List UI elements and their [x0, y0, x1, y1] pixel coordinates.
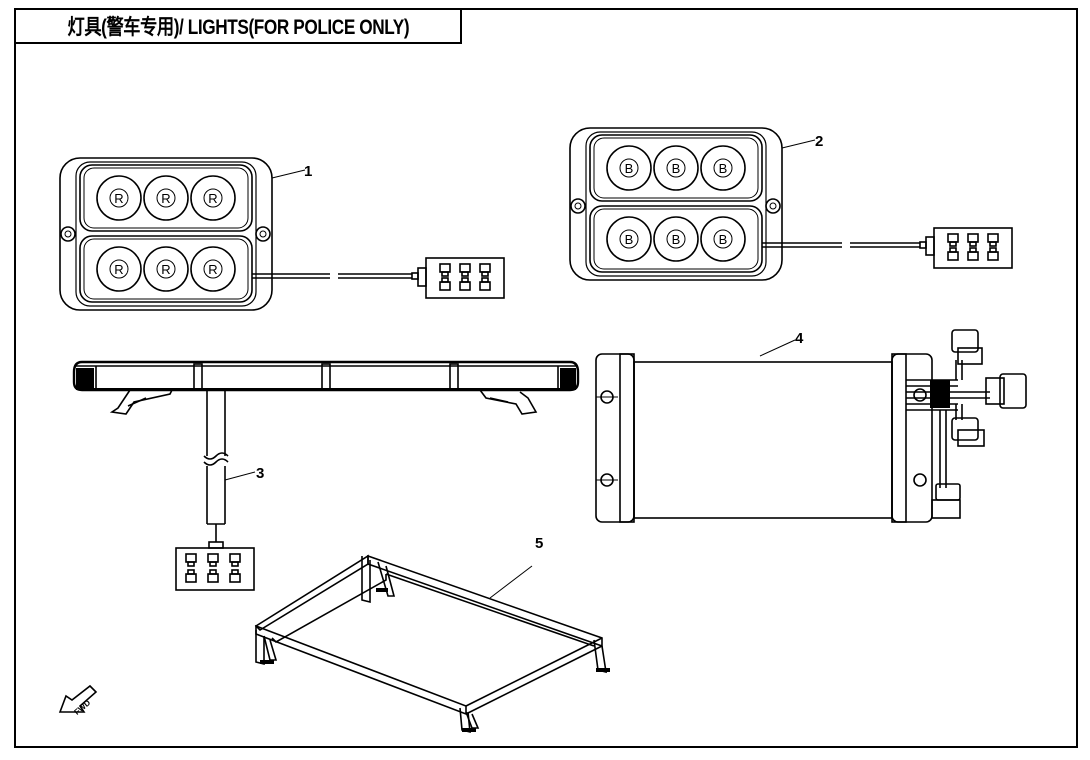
red-lamp-letter: R — [208, 191, 217, 206]
light-bar — [72, 360, 580, 591]
callout-2: 2 — [815, 133, 823, 150]
mounting-bracket — [254, 554, 607, 734]
red-lamp-letter: R — [161, 191, 170, 206]
red-lamp-letter: R — [161, 262, 170, 277]
callout-1: 1 — [304, 163, 312, 180]
blue-lamp-letter: B — [719, 232, 728, 247]
red-lamp-letter: R — [208, 262, 217, 277]
callout-4: 4 — [795, 330, 804, 347]
blue-lamp-letter: B — [625, 161, 634, 176]
drawing-frame — [14, 8, 1078, 748]
red-lamp-letter: R — [114, 191, 123, 206]
blue-lamp-letter: B — [625, 232, 634, 247]
callout-5: 5 — [535, 535, 543, 552]
fwd-label: FWD — [73, 698, 93, 717]
red-led-light-head — [59, 157, 505, 311]
page-title: 灯具(警车专用)/ LIGHTS(FOR POLICE ONLY) — [67, 16, 409, 39]
title-box: 灯具(警车专用)/ LIGHTS(FOR POLICE ONLY) — [14, 8, 462, 44]
red-lamp-letter: R — [114, 262, 123, 277]
blue-lamp-letter: B — [672, 161, 681, 176]
blue-lamp-letter: B — [672, 232, 681, 247]
siren-control-box — [595, 329, 1027, 523]
blue-lamp-letter: B — [719, 161, 728, 176]
lamp-letters: R R R R R R B B B B B B — [114, 161, 727, 277]
fwd-direction-arrow — [58, 684, 98, 713]
blue-led-light-head — [569, 127, 1013, 281]
callout-3: 3 — [256, 465, 264, 482]
